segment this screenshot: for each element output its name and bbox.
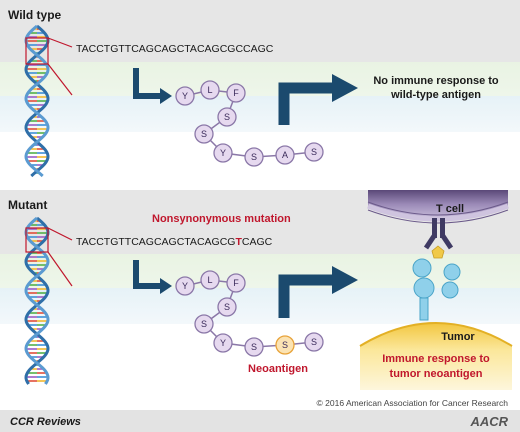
dna-strand	[24, 24, 50, 178]
footer-bar	[0, 410, 520, 432]
amino-acid-bead	[244, 147, 264, 167]
amino-acid-label: Y	[220, 148, 226, 158]
peptide-chain-wild-type: Y L F S S Y S A S	[175, 80, 324, 167]
amino-acid-label: Y	[182, 281, 188, 291]
outcome-arrow-wild-type-icon	[278, 74, 358, 125]
amino-acid-label: S	[311, 147, 317, 157]
t-cell-label: T cell	[436, 203, 464, 215]
amino-acid-bead	[226, 273, 246, 293]
copyright-text: © 2016 American Association for Cancer R…	[317, 398, 509, 408]
amino-acid-label: A	[282, 150, 288, 160]
mutant-dna-prefix: TACCTGTTCAGCAGCTACAGCG	[76, 236, 235, 248]
mutant-dna-suffix: CAGC	[242, 236, 273, 248]
amino-acid-bead	[200, 270, 220, 290]
amino-acid-label: S	[201, 319, 207, 329]
dna-helix-mutant-icon	[24, 216, 50, 385]
amino-acid-bead	[217, 297, 237, 317]
dna-helix-wild-type-icon	[24, 24, 50, 178]
amino-acid-bead	[194, 124, 214, 144]
series-label: CCR Reviews	[10, 416, 81, 428]
amino-acid-label: S	[282, 340, 288, 350]
t-cell-membrane-icon	[367, 190, 509, 224]
amino-acid-bead	[304, 332, 324, 352]
mutant-outcome-line2: tumor neoantigen	[390, 368, 483, 380]
amino-acid-bead	[213, 333, 233, 353]
amino-acid-label: S	[201, 129, 207, 139]
wild-type-band-gray	[0, 0, 520, 62]
amino-acid-bead	[226, 83, 246, 103]
amino-acid-bead	[244, 337, 264, 357]
amino-acid-bead	[213, 143, 233, 163]
amino-acid-label: S	[251, 152, 257, 162]
mutant-label: Mutant	[8, 198, 47, 212]
neoantigen-label: Neoantigen	[248, 363, 308, 375]
amino-acid-bead	[175, 86, 195, 106]
peptide-chain-mutant: Y L F S S Y S S S	[175, 270, 324, 357]
amino-acid-bead	[175, 276, 195, 296]
amino-acid-label: L	[207, 275, 212, 285]
tumor-cell-icon	[359, 322, 513, 390]
amino-acid-bead	[304, 142, 324, 162]
amino-acid-label: F	[233, 278, 239, 288]
mutated-base: T	[235, 236, 242, 248]
amino-acid-label: Y	[220, 338, 226, 348]
zoom-callout-wild-type	[25, 37, 73, 96]
wild-type-outcome-line2: wild-type antigen	[390, 89, 481, 101]
dna-strand	[24, 24, 50, 178]
amino-acid-bead	[217, 107, 237, 127]
mutant-band-blue	[0, 288, 520, 324]
dna-strand	[24, 216, 50, 385]
amino-acid-label: S	[224, 302, 230, 312]
dna-strand	[24, 216, 50, 385]
zoom-callout-mutant	[25, 227, 73, 287]
wild-type-band-blue	[0, 96, 520, 132]
translation-arrow-wild-type-icon	[133, 68, 172, 104]
mhc-molecule-icon	[412, 258, 461, 321]
amino-acid-bead	[275, 145, 295, 165]
wild-type-band-green	[0, 62, 520, 96]
aacr-logo: AACR	[469, 414, 508, 429]
amino-acid-bead	[275, 335, 295, 355]
amino-acid-bead	[194, 314, 214, 334]
amino-acid-label: Y	[182, 91, 188, 101]
mutant-dna-sequence: TACCTGTTCAGCAGCTACAGCGTCAGC	[76, 236, 273, 248]
amino-acid-label: L	[207, 85, 212, 95]
mutant-band-green	[0, 254, 520, 288]
wild-type-label: Wild type	[8, 8, 62, 22]
outcome-arrow-mutant-icon	[278, 266, 358, 318]
mutant-outcome-line1: Immune response to	[382, 353, 490, 365]
amino-acid-label: S	[224, 112, 230, 122]
amino-acid-label: S	[311, 337, 317, 347]
t-cell-receptor-icon	[423, 218, 454, 259]
wild-type-outcome-line1: No immune response to	[373, 75, 499, 87]
translation-arrow-mutant-icon	[133, 260, 172, 294]
amino-acid-label: S	[251, 342, 257, 352]
wild-type-dna-sequence: TACCTGTTCAGCAGCTACAGCGCCAGC	[76, 43, 274, 55]
amino-acid-label: F	[233, 88, 239, 98]
nonsynonymous-mutation-label: Nonsynonymous mutation	[152, 213, 291, 225]
tumor-label: Tumor	[441, 331, 475, 343]
amino-acid-bead	[200, 80, 220, 100]
